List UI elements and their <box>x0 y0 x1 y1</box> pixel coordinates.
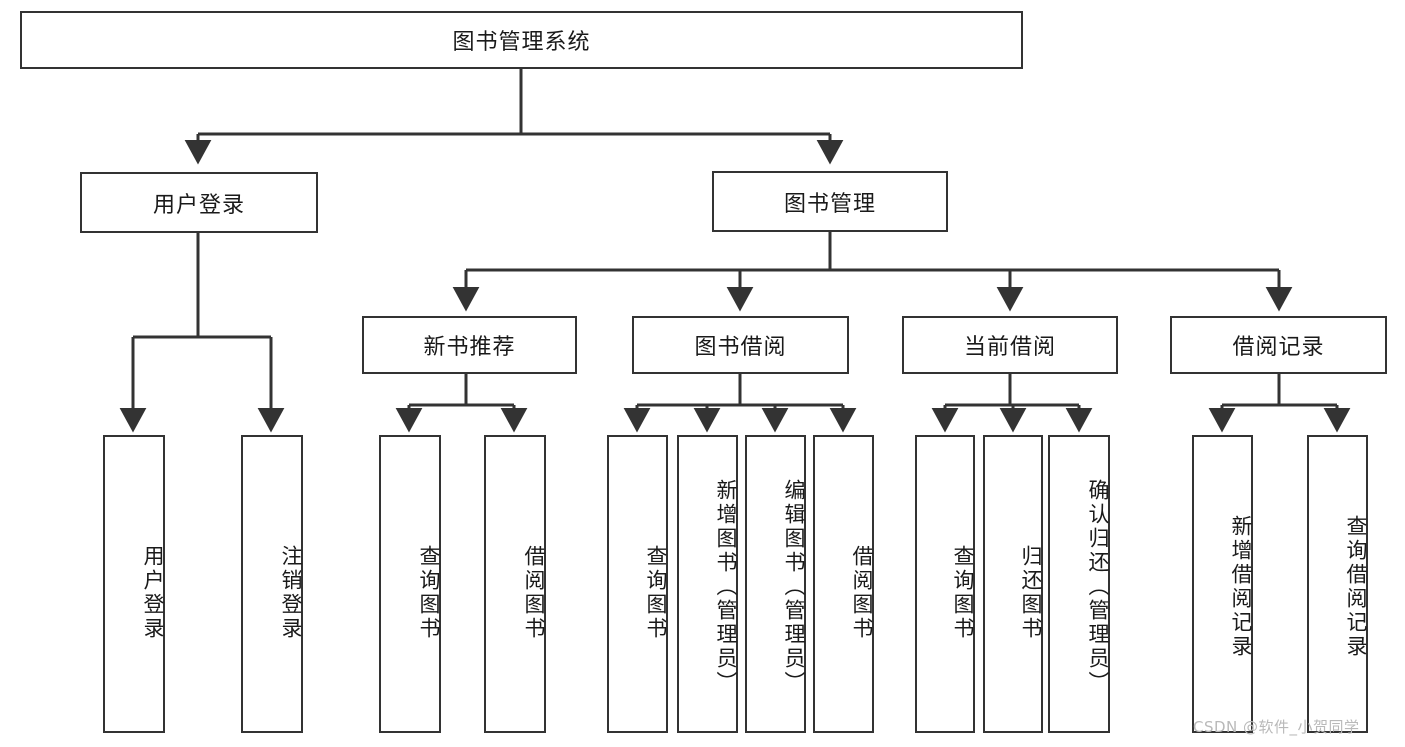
leaf-add-borrow-record[interactable]: 新增借阅记录 <box>1192 435 1253 733</box>
node-label: 借阅图书 <box>850 545 874 641</box>
node-label: 查询图书 <box>644 545 668 641</box>
node-label: 借阅记录 <box>1232 335 1325 360</box>
node-label: 查询图书 <box>417 545 441 641</box>
leaf-query-book-current[interactable]: 查询图书 <box>915 435 975 733</box>
node-label: 图书管理系统 <box>452 30 591 55</box>
node-new-book-recommend[interactable]: 新书推荐 <box>362 316 577 374</box>
leaf-user-logout[interactable]: 注销登录 <box>241 435 303 733</box>
node-label: 用户登录 <box>141 545 165 641</box>
node-root-system[interactable]: 图书管理系统 <box>20 11 1023 69</box>
node-label: 新增借阅记录 <box>1229 515 1253 659</box>
node-label: 确认归还（管理员） <box>1086 479 1110 695</box>
node-label: 编辑图书（管理员） <box>782 479 806 695</box>
node-user-login[interactable]: 用户登录 <box>80 172 318 233</box>
csdn-watermark: CSDN @软件_小贺同学 <box>1193 718 1360 736</box>
leaf-query-borrow-record[interactable]: 查询借阅记录 <box>1307 435 1368 733</box>
node-label: 借阅图书 <box>522 545 546 641</box>
node-current-borrow[interactable]: 当前借阅 <box>902 316 1118 374</box>
leaf-confirm-return[interactable]: 确认归还（管理员） <box>1048 435 1110 733</box>
node-book-management[interactable]: 图书管理 <box>712 171 948 232</box>
node-label: 归还图书 <box>1019 545 1043 641</box>
node-label: 注销登录 <box>279 545 303 641</box>
leaf-borrow-book-borrow[interactable]: 借阅图书 <box>813 435 874 733</box>
leaf-add-book[interactable]: 新增图书（管理员） <box>677 435 738 733</box>
leaf-edit-book[interactable]: 编辑图书（管理员） <box>745 435 806 733</box>
node-label: 图书借阅 <box>694 335 787 360</box>
node-label: 查询图书 <box>951 545 975 641</box>
node-label: 当前借阅 <box>963 335 1056 360</box>
leaf-borrow-book-recommend[interactable]: 借阅图书 <box>484 435 546 733</box>
node-label: 图书管理 <box>783 191 876 217</box>
leaf-query-book-recommend[interactable]: 查询图书 <box>379 435 441 733</box>
node-label: 新增图书（管理员） <box>714 479 738 695</box>
node-label: 查询借阅记录 <box>1344 515 1368 659</box>
node-borrow-record[interactable]: 借阅记录 <box>1170 316 1387 374</box>
node-label: 用户登录 <box>152 192 245 218</box>
node-label: 新书推荐 <box>423 335 516 360</box>
leaf-return-book[interactable]: 归还图书 <box>983 435 1043 733</box>
leaf-query-book-borrow[interactable]: 查询图书 <box>607 435 668 733</box>
leaf-user-login[interactable]: 用户登录 <box>103 435 165 733</box>
node-book-borrow[interactable]: 图书借阅 <box>632 316 849 374</box>
